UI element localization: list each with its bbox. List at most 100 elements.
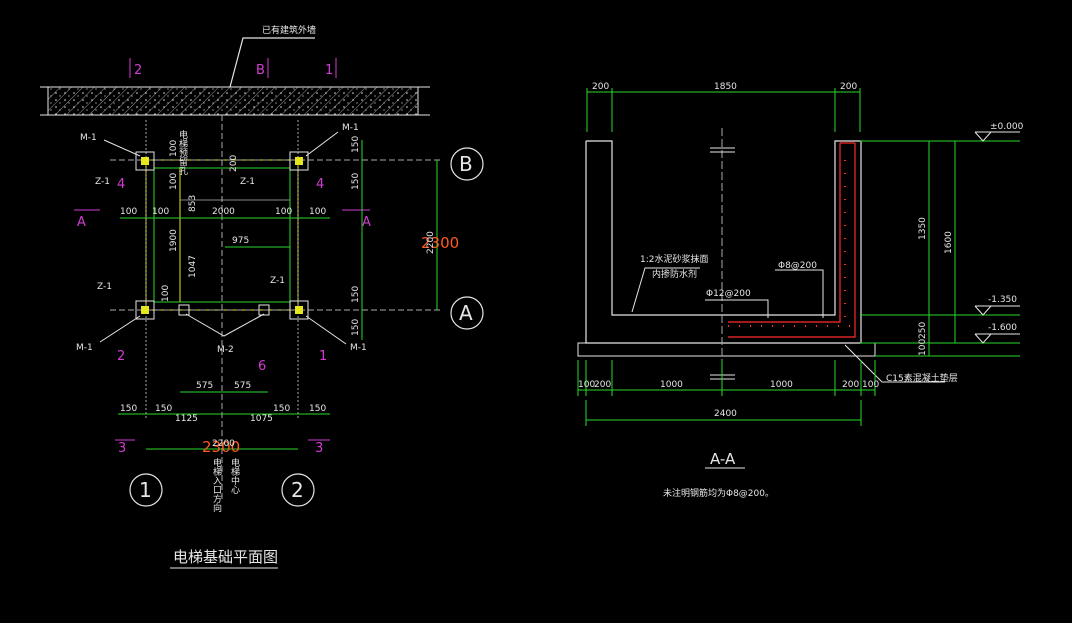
elev-1600: -1.600	[988, 323, 1017, 333]
dim-1125: 1125	[175, 414, 198, 424]
dim-left-100b: 100	[152, 207, 169, 217]
cut-4-right: 4	[316, 177, 324, 192]
sec-dim-200r: 200	[840, 82, 857, 92]
post-br	[289, 300, 309, 320]
elev-1350: -1.350	[988, 295, 1017, 305]
dim-1075: 1075	[250, 414, 273, 424]
sec-b200b: 200	[842, 380, 859, 390]
dim-right-100: 100	[275, 207, 292, 217]
axis-bubble-B	[450, 147, 484, 181]
sec-dim-1350: 1350	[918, 217, 928, 240]
sec-b2400: 2400	[714, 409, 737, 419]
sec-b1000b: 1000	[770, 380, 793, 390]
post-bl	[135, 300, 155, 320]
label-z1-bl: Z-1	[97, 282, 112, 292]
sec-dim-250: 250	[918, 322, 928, 339]
cut-a-right: A	[362, 215, 371, 230]
dim-1900: 1900	[169, 229, 179, 252]
label-z1-br: Z-1	[270, 276, 285, 286]
label-m1-br: M-1	[350, 343, 367, 353]
sec-b100a: 100	[578, 380, 595, 390]
section-view: 200 1850 200 1:2水泥砂浆抹面 内掺防水剂 Φ12@200 Φ8@…	[577, 82, 1024, 499]
sec-dim-200l: 200	[592, 82, 609, 92]
axis-label-B: B	[459, 152, 473, 176]
cut-4-left: 4	[117, 177, 125, 192]
dim-150d: 150	[309, 404, 326, 414]
c15-pad	[577, 342, 876, 357]
section-mark-1: 1	[325, 63, 333, 78]
plan-dimensions: 100 100 2000 100 100 975 100 100 200 853…	[118, 136, 459, 456]
label-m1-bl: M-1	[76, 343, 93, 353]
pit-section-wall	[585, 140, 862, 344]
note-elevator-center: 电梯中心	[229, 457, 240, 494]
section-mark-B: B	[256, 63, 265, 78]
section-mark-2: 2	[134, 63, 142, 78]
dim-2200-h: 2200	[212, 439, 235, 449]
wall-label: 已有建筑外墙	[262, 24, 316, 36]
section-title: A-A	[710, 450, 736, 468]
dim-575b: 575	[234, 381, 251, 391]
sec-dim-1850: 1850	[714, 82, 737, 92]
note-rebar-8: Φ8@200	[778, 261, 817, 271]
cut-3-left: 3	[118, 441, 126, 456]
axis-label-2: 2	[291, 478, 304, 502]
sec-b100b: 100	[862, 380, 879, 390]
dim-853: 853	[188, 195, 198, 212]
plan-view: 已有建筑外墙 2 B 1	[40, 24, 484, 569]
dim-150c: 150	[273, 404, 290, 414]
dim-bot-100: 100	[161, 285, 171, 302]
axis-bubble-1	[129, 473, 163, 507]
dim-r150d: 150	[351, 319, 361, 336]
label-m1-tl: M-1	[80, 133, 97, 143]
axis-bubble-A	[450, 296, 484, 330]
sec-dim-100: 100	[918, 339, 928, 356]
dim-red-2300: 2300	[421, 234, 459, 252]
label-z1-tr: Z-1	[240, 177, 255, 187]
axis-bubble-2	[281, 473, 315, 507]
cut-2-bl: 2	[117, 349, 125, 364]
post-tl	[135, 151, 155, 171]
sec-b200a: 200	[594, 380, 611, 390]
cut-6-b: 6	[258, 359, 266, 374]
axis-label-A: A	[459, 301, 473, 325]
cut-3-right: 3	[315, 441, 323, 456]
plan-title: 电梯基础平面图	[173, 548, 278, 566]
sec-b1000a: 1000	[660, 380, 683, 390]
note-c15: C15素混凝土垫层	[886, 372, 958, 384]
section-note: 未注明钢筋均为Φ8@200。	[663, 487, 774, 499]
cut-1-br: 1	[319, 349, 327, 364]
dim-150b: 150	[155, 404, 172, 414]
label-m2: M-2	[217, 345, 234, 355]
note-elevator-entry: 电梯入口方向	[211, 457, 222, 512]
dim-r150c: 150	[351, 286, 361, 303]
label-m1-tr: M-1	[342, 123, 359, 133]
dim-red-2300-h: 2300	[202, 438, 240, 456]
elev-0000: ±0.000	[990, 122, 1024, 132]
sec-dim-1600: 1600	[944, 231, 954, 254]
dim-right-100b: 100	[309, 207, 326, 217]
dim-top-200: 200	[229, 155, 239, 172]
dim-r150a: 150	[351, 136, 361, 153]
pit-outline	[110, 115, 440, 500]
note-mortar-2: 内掺防水剂	[652, 268, 697, 280]
dim-575a: 575	[196, 381, 213, 391]
rebar	[728, 142, 856, 338]
dim-r150b: 150	[351, 173, 361, 190]
dim-left-100: 100	[120, 207, 137, 217]
dim-top-100: 100	[169, 140, 179, 157]
note-vertical-top: 电梯预留孔	[177, 129, 188, 176]
dim-top-100b: 100	[169, 173, 179, 190]
dim-2200-v: 2200	[426, 231, 436, 254]
dim-1047: 1047	[188, 255, 198, 278]
dim-150a: 150	[120, 404, 137, 414]
dim-width-2000: 2000	[212, 207, 235, 217]
label-z1-tl: Z-1	[95, 177, 110, 187]
post-tr	[289, 151, 309, 171]
cut-a-left: A	[77, 215, 86, 230]
note-rebar-12: Φ12@200	[706, 289, 751, 299]
axis-label-1: 1	[139, 478, 152, 502]
existing-wall: 已有建筑外墙	[40, 24, 430, 116]
note-mortar-1: 1:2水泥砂浆抹面	[640, 253, 709, 265]
dim-975: 975	[232, 236, 249, 246]
